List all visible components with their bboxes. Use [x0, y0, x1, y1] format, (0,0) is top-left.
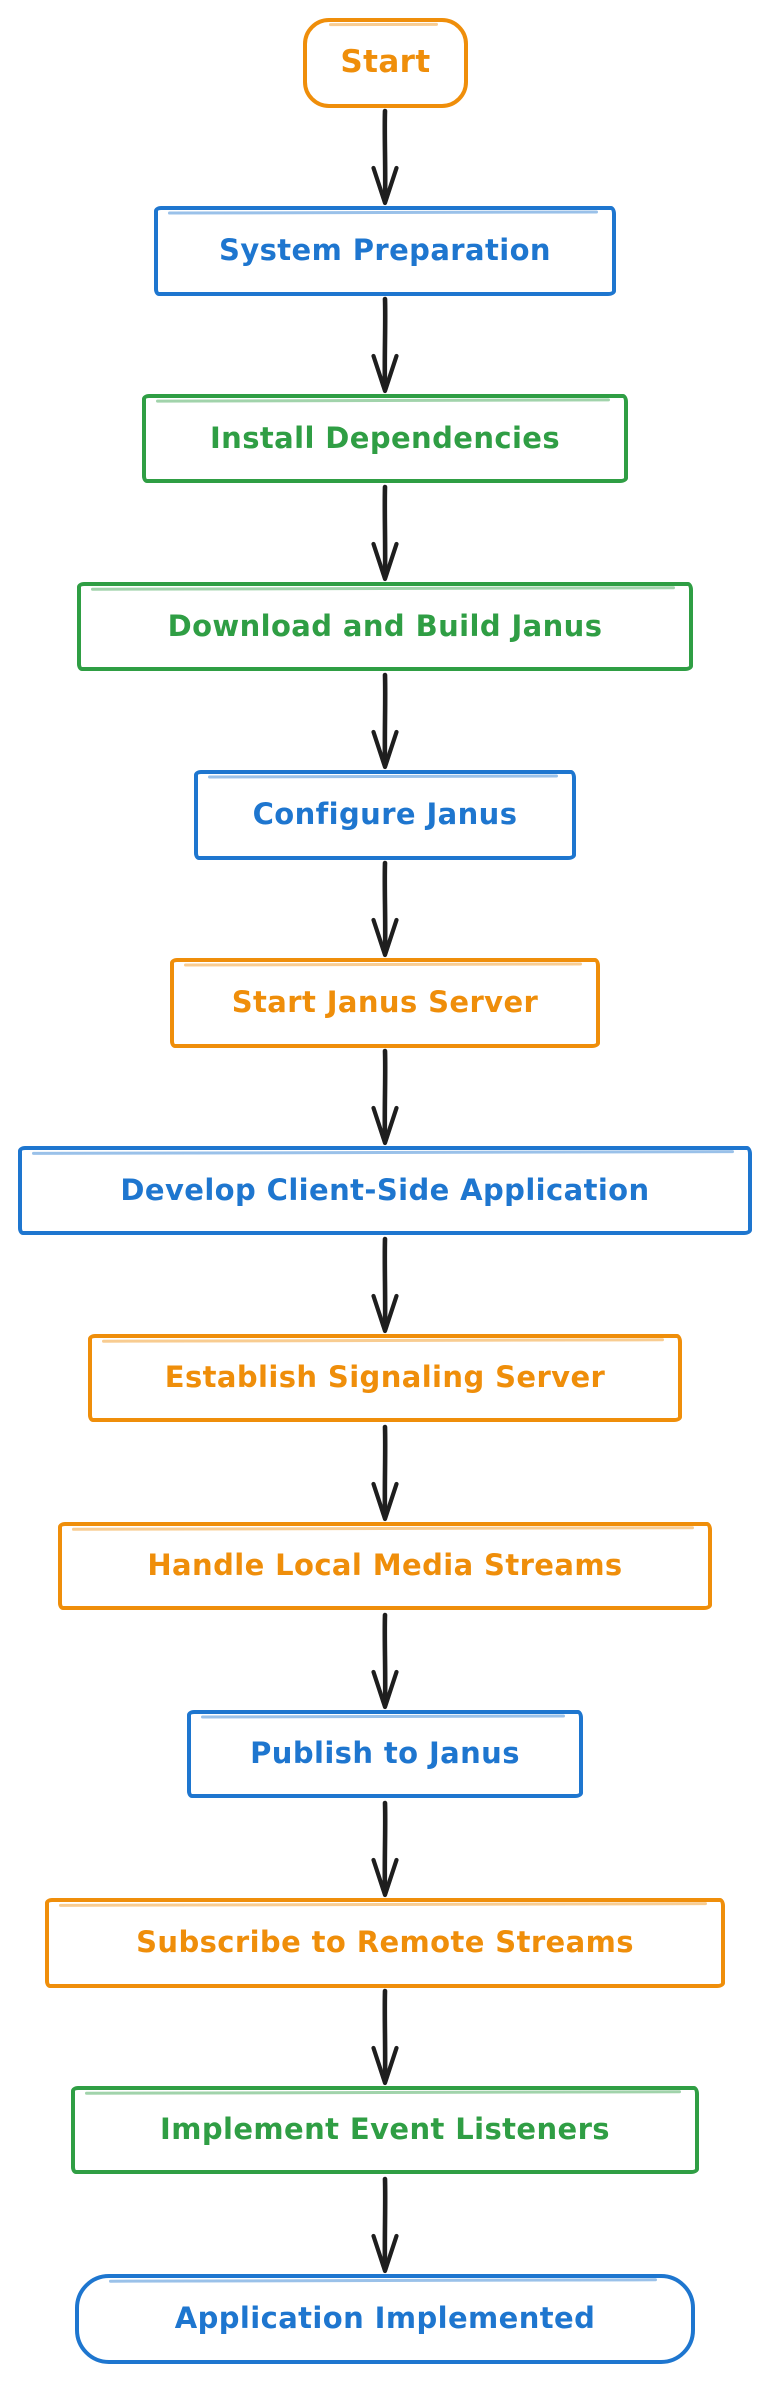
node-start-janus-server: Start Janus Server	[170, 958, 600, 1048]
node-subscribe-to-remote-streams: Subscribe to Remote Streams	[45, 1898, 725, 1988]
arrow-download-and-build-janus-to-configure-janus	[371, 672, 399, 770]
node-install-dependencies-label: Install Dependencies	[209, 420, 561, 455]
node-download-and-build-janus: Download and Build Janus	[77, 582, 693, 671]
node-application-implemented: Application Implemented	[75, 2274, 695, 2364]
arrow-system-preparation-to-install-dependencies	[371, 296, 399, 394]
arrow-handle-local-media-streams-to-publish-to-janus	[371, 1612, 399, 1710]
arrow-establish-signaling-server-to-handle-local-media-streams	[371, 1424, 399, 1522]
node-start-janus-server-label: Start Janus Server	[231, 985, 539, 1019]
arrow-subscribe-to-remote-streams-to-implement-event-listeners	[371, 1988, 399, 2086]
arrow-configure-janus-to-start-janus-server	[371, 860, 399, 958]
arrow-implement-event-listeners-to-application-implemented	[371, 2176, 399, 2274]
node-establish-signaling-server: Establish Signaling Server	[88, 1334, 682, 1422]
arrow-develop-client-side-app-to-establish-signaling-server	[371, 1236, 399, 1334]
arrow-start-to-system-preparation	[371, 108, 399, 206]
node-download-and-build-janus-label: Download and Build Janus	[167, 608, 603, 643]
node-publish-to-janus: Publish to Janus	[187, 1710, 583, 1798]
node-subscribe-to-remote-streams-label: Subscribe to Remote Streams	[136, 1925, 634, 1959]
node-handle-local-media-streams: Handle Local Media Streams	[58, 1522, 712, 1610]
node-configure-janus-label: Configure Janus	[252, 797, 518, 831]
arrow-install-dependencies-to-download-and-build-janus	[371, 484, 399, 582]
node-develop-client-side-application-label: Develop Client-Side Application	[120, 1172, 650, 1207]
node-application-implemented-label: Application Implemented	[174, 2301, 596, 2335]
node-system-preparation: System Preparation	[154, 206, 616, 296]
node-implement-event-listeners-label: Implement Event Listeners	[160, 2112, 610, 2146]
node-start: Start	[303, 18, 468, 108]
arrow-start-janus-server-to-develop-client-side-app	[371, 1048, 399, 1146]
node-publish-to-janus-label: Publish to Janus	[250, 1736, 520, 1770]
node-develop-client-side-application: Develop Client-Side Application	[18, 1146, 752, 1235]
node-system-preparation-label: System Preparation	[219, 233, 551, 267]
node-handle-local-media-streams-label: Handle Local Media Streams	[147, 1548, 623, 1582]
node-establish-signaling-server-label: Establish Signaling Server	[164, 1360, 606, 1394]
node-implement-event-listeners: Implement Event Listeners	[71, 2086, 699, 2174]
node-install-dependencies: Install Dependencies	[142, 394, 628, 483]
node-configure-janus: Configure Janus	[194, 770, 576, 860]
node-start-label: Start	[340, 44, 431, 80]
arrow-publish-to-janus-to-subscribe-to-remote-streams	[371, 1800, 399, 1898]
